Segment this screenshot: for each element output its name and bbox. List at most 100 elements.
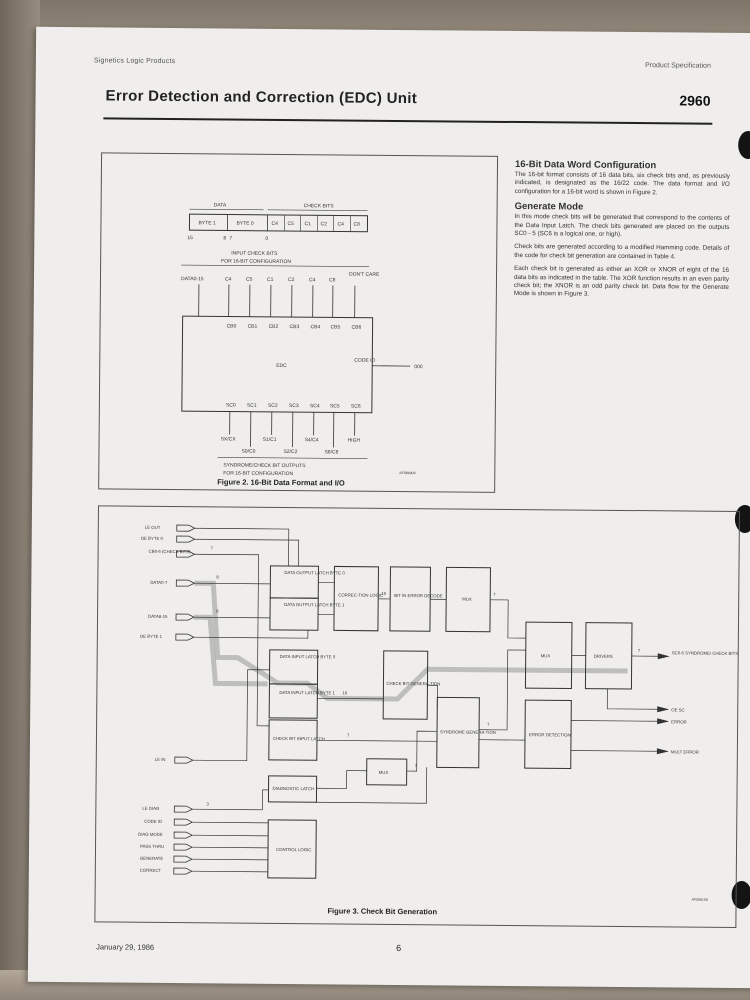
fig3-bus-width: 7 [493,592,496,597]
header-doc-type: Product Specification [645,62,711,70]
fig3-input: CODE ID [144,819,162,824]
fig2-output: S4/C4 [305,437,319,443]
fig2-sc-label: SC3 [289,403,299,409]
fig2-sc-label: SC5 [330,403,340,409]
fig3-bus-width: 16 [342,691,347,696]
fig3-input: DATA0-7 [150,580,168,585]
fig3-block: MUX [541,653,551,658]
fig2-cb-label: CB2 [269,324,279,330]
fig3-block: DIAGNOSTIC LATCH [273,786,315,791]
fig2-cb-label: CB3 [290,324,300,330]
fig2-bitnum: 8 [223,235,226,241]
fig3-bus-width: 8 [216,608,219,613]
fig3-block: DATA INPUT LATCH BYTE 1 [279,690,335,695]
fig2-sc-label: SC2 [268,403,278,409]
fig3-output: MULT ERROR [671,749,699,754]
fig2-byte0: BYTE 0 [236,221,253,227]
paragraph: Check bits are generated according to a … [514,243,730,261]
fig3-input: CORRECT [140,868,162,873]
fig3-input: LE IN [155,757,166,762]
fig2-cb-label: CB5 [331,324,341,330]
part-number: 2960 [679,92,711,109]
fig2-data-label: DATA [214,202,227,208]
fig2-output: S0/C0 [241,449,255,455]
figure-3-caption: Figure 3. Check Bit Generation [327,906,438,917]
fig2-sc-label: SC6 [351,404,361,410]
heading-16bit-config: 16-Bit Data Word Configuration [514,158,657,172]
fig2-cb: C5 [287,221,294,227]
fig2-output-caption: FOR 16-BIT CONFIGURATION [223,470,293,477]
fig3-input: OE BYTE 1 [140,634,163,639]
fig2-cb: C1 [304,221,311,227]
fig2-sc-label: SC0 [226,402,236,408]
fig2-sc-label: SC4 [310,403,320,409]
fig3-output: ERROR [671,719,687,724]
figure-3-diagram: LE OUT OE BYTE 0 CB0-6 (CHECK BITS) DATA… [138,524,739,902]
fig2-cb-label: CB1 [248,324,258,330]
fig3-input: LE OUT [145,525,161,530]
figure-2-diagram: DATA CHECK BITS BYTE 1 BYTE 0 C4 C5 C1 C… [181,202,423,477]
document-page: Signetics Logic Products Product Specifi… [27,26,750,989]
fig3-block: ERROR DETECTION [529,732,571,737]
fig3-bus-width: 8 [216,574,219,579]
page-title: Error Detection and Correction (EDC) Uni… [105,87,418,108]
fig2-input-dont-care: DON'T CARE [349,272,380,278]
fig3-block: CONTROL LOGIC [276,847,311,852]
fig2-output: SX/CX [221,436,237,442]
fig3-input: GENERATE [140,856,163,861]
fig2-input-caption: INPUT CHECK BITS [231,251,278,257]
fig3-bus-width: 7 [211,545,214,550]
header-company: Signetics Logic Products [93,57,176,66]
fig3-block: MUX [379,770,389,775]
fig3-input: PASS THRU [140,844,164,849]
fig3-block: CHECK BIT INPUT LATCH [273,736,325,741]
fig2-bitnum: 0 [265,236,268,242]
heading-generate-mode: Generate Mode [514,201,584,213]
fig3-block: DATA INPUT LATCH BYTE 0 [280,654,336,659]
fig3-block: DRIVERS [594,654,613,659]
fig2-cb: C8 [353,222,360,228]
fig3-output: SC0-6 SYNDROME/ CHECK BITS [672,650,739,656]
fig2-code-id-value: 000 [414,364,423,370]
fig2-input: DATA0-15 [181,276,204,282]
fig2-ref: AF06600S [399,471,416,475]
figure-2-caption: Figure 2. 16-Bit Data Format and I/O [217,477,345,488]
fig2-input: C1 [267,277,274,283]
fig3-block: MUX [462,597,472,602]
fig3-block: CHECK BIT GENERA-TION [386,681,440,686]
fig2-bitnum: 15 [187,235,193,241]
fig3-bus-width: 16 [381,591,386,596]
fig3-block: BIT IN ERROR DECODE [394,593,443,598]
fig2-output-caption: SYNDROME/CHECK BIT OUTPUTS [223,462,306,469]
fig2-output: HIGH [348,438,361,444]
fig2-checkbits-label: CHECK BITS [304,203,335,209]
fig3-block: DATA OUTPUT LATCH BYTE 0 [284,570,345,576]
fig2-input: C8 [329,277,336,283]
fig2-cb: C4 [271,221,278,227]
fig3-input: LE DIAG [142,806,160,811]
paragraph: The 16-bit format consists of 16 data bi… [514,170,730,197]
fig2-cb: C4 [337,221,344,227]
fig3-input: DATA8-15 [148,614,168,619]
fig3-output: OE SC [671,707,684,712]
figure-2: DATA CHECK BITS BYTE 1 BYTE 0 C4 C5 C1 C… [98,152,499,493]
fig3-bus-width: 7 [638,648,641,653]
fig2-input: C4 [225,276,232,282]
punch-hole [738,130,750,160]
fig3-block: CORREC-TION LOGIC [338,592,383,597]
sidebar-text: 16-Bit Data Word Configuration The 16-bi… [514,159,730,306]
fig2-cb-label: CB4 [311,324,321,330]
fig2-sc-label: SC1 [247,403,257,409]
fig3-bus-width: 3 [206,801,209,806]
fig3-block: DATA OUTPUT LATCH BYTE 1 [284,602,345,608]
fig2-cb: C2 [320,221,327,227]
fig3-bus-width: 7 [347,733,350,738]
fig2-input: C2 [288,277,295,283]
fig3-bus-width: 7 [415,763,418,768]
fig2-byte1: BYTE 1 [198,220,215,226]
page-number: 6 [396,942,402,954]
fig3-input: OE BYTE 0 [141,536,164,541]
fig2-edc-label: EDC [276,363,287,369]
fig2-cb-label: CB6 [352,325,362,331]
header-rule [103,117,713,125]
